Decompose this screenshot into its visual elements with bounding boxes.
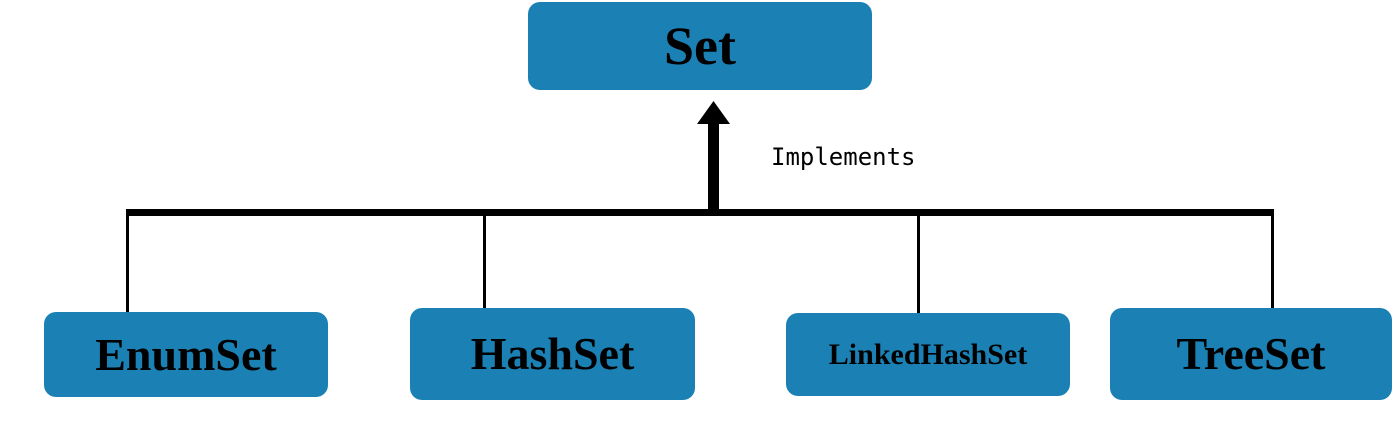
implements-arrow-stem: [708, 118, 719, 213]
connector-hashset: [483, 213, 486, 312]
edge-label-implements: Implements: [771, 143, 916, 171]
connector-enumset: [126, 213, 129, 314]
node-hashset[interactable]: HashSet: [410, 308, 695, 400]
node-enumset[interactable]: EnumSet: [44, 312, 328, 397]
inheritance-bus: [126, 209, 1274, 216]
connector-linkedhashset: [917, 213, 920, 316]
node-linkedhashset[interactable]: LinkedHashSet: [786, 313, 1070, 396]
implements-arrow-head: [697, 101, 730, 124]
node-treeset[interactable]: TreeSet: [1110, 308, 1392, 400]
connector-treeset: [1271, 213, 1274, 312]
node-set[interactable]: Set: [528, 2, 872, 90]
